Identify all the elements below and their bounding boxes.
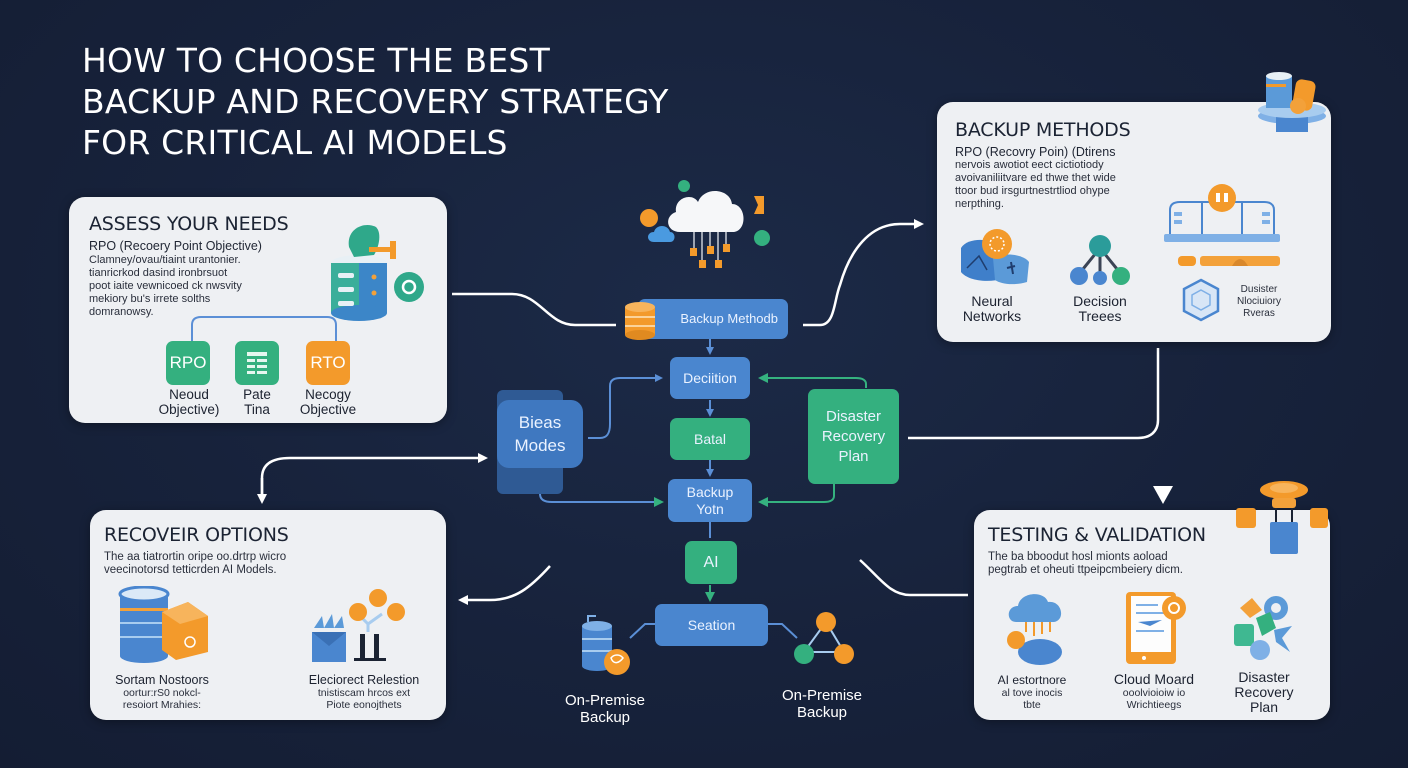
connector-to-recover: [458, 565, 551, 605]
server-stack-icon: [1258, 72, 1326, 132]
tablet-doc-icon: [1126, 592, 1186, 664]
recover-options-card: RECOVEIR OPTIONS The aa tiatrortin oripe…: [90, 510, 446, 720]
flow-beas-modes[interactable]: Bieas Modes: [497, 400, 583, 468]
cloud-brain-icon: [1007, 594, 1062, 665]
backup-methods-card: BACKUP METHODS RPO (Recovry Poin) (Dtire…: [937, 102, 1331, 342]
onprem-right-label: On-Premise Backup: [781, 687, 863, 721]
connector-beas-recover: [260, 453, 488, 498]
flow-disaster-recovery-plan[interactable]: Disaster Recovery Plan: [808, 389, 899, 484]
onprem-left-label: On-Premise Backup: [564, 692, 646, 726]
database-icon: [625, 302, 655, 340]
gears-cluster-icon: [1234, 596, 1292, 660]
assess-subheading: RPO (Recoery Point Objective): [89, 239, 262, 253]
flow-backup-methods[interactable]: Backup Methodb: [638, 299, 788, 339]
flow-decision[interactable]: Deciition: [670, 357, 750, 399]
database-gear-icon: [331, 225, 424, 321]
methods-subheading: RPO (Recovry Poin) (Dtirens: [955, 145, 1116, 159]
arrow-down-testing: [1153, 486, 1173, 504]
decision-tree-icon: [1070, 235, 1130, 285]
recover-heading: RECOVEIR OPTIONS: [104, 524, 289, 546]
shield-cube-icon: [1182, 278, 1220, 322]
tiles-connector: [191, 316, 337, 341]
date-time-tile: [235, 341, 279, 385]
hierarchy-icon: [312, 589, 405, 662]
rto-tile: RTO: [306, 341, 350, 385]
methods-body: nervois awotiot eect cictiotiody avoivan…: [955, 159, 1116, 210]
methods-heading: BACKUP METHODS: [955, 119, 1131, 141]
orange-machinery-icon: [1236, 481, 1328, 554]
assess-needs-card: ASSESS YOUR NEEDS RPO (Recoery Point Obj…: [69, 197, 447, 423]
document-list-icon: [247, 352, 267, 374]
database-box-icon: [118, 586, 208, 663]
neural-network-icon: [961, 229, 1029, 285]
recover-body: The aa tiatrortin oripe oo.drtrp wicro v…: [104, 551, 287, 576]
flow-section[interactable]: Seation: [655, 604, 768, 646]
backup-drive-icon: [582, 615, 630, 675]
flow-ai[interactable]: AI: [685, 541, 737, 584]
network-nodes-icon: [794, 612, 854, 664]
connector-flow-to-methods-card: [803, 219, 924, 327]
assess-body: Clamney/ovau/tiaint urantonier. tianricr…: [89, 254, 242, 318]
connector-assess-to-methods: [452, 292, 616, 327]
rpo-tile: RPO: [166, 341, 210, 385]
connector-methods-to-drp: [908, 348, 1160, 440]
cloud-network-icon: [640, 180, 770, 268]
testing-body: The ba bboodut hosl mionts aoload pegtra…: [988, 551, 1183, 576]
cloud-model-label: Cloud Moard ooolvioioiw io Wrichtieegs: [1113, 671, 1195, 712]
testing-heading: TESTING & VALIDATION: [988, 524, 1206, 546]
flow-batal[interactable]: Batal: [670, 418, 750, 460]
ai-restore-label: AI estortnore al tove inocis tbte: [997, 673, 1067, 712]
system-restores-label: Sortam Nostoors oortur:rS0 nokcl- resoio…: [115, 673, 209, 711]
page-title: HOW TO CHOOSE THE BEST BACKUP AND RECOVE…: [82, 41, 669, 162]
connector-to-testing: [859, 559, 968, 597]
electronic-relation-label: Eleciorect Relestion tnistiscam hrcos ex…: [308, 673, 420, 711]
assess-heading: ASSESS YOUR NEEDS: [89, 213, 289, 235]
flow-backup-yotn[interactable]: Backup Yotn: [668, 479, 752, 522]
server-network-icon: [1164, 184, 1280, 266]
